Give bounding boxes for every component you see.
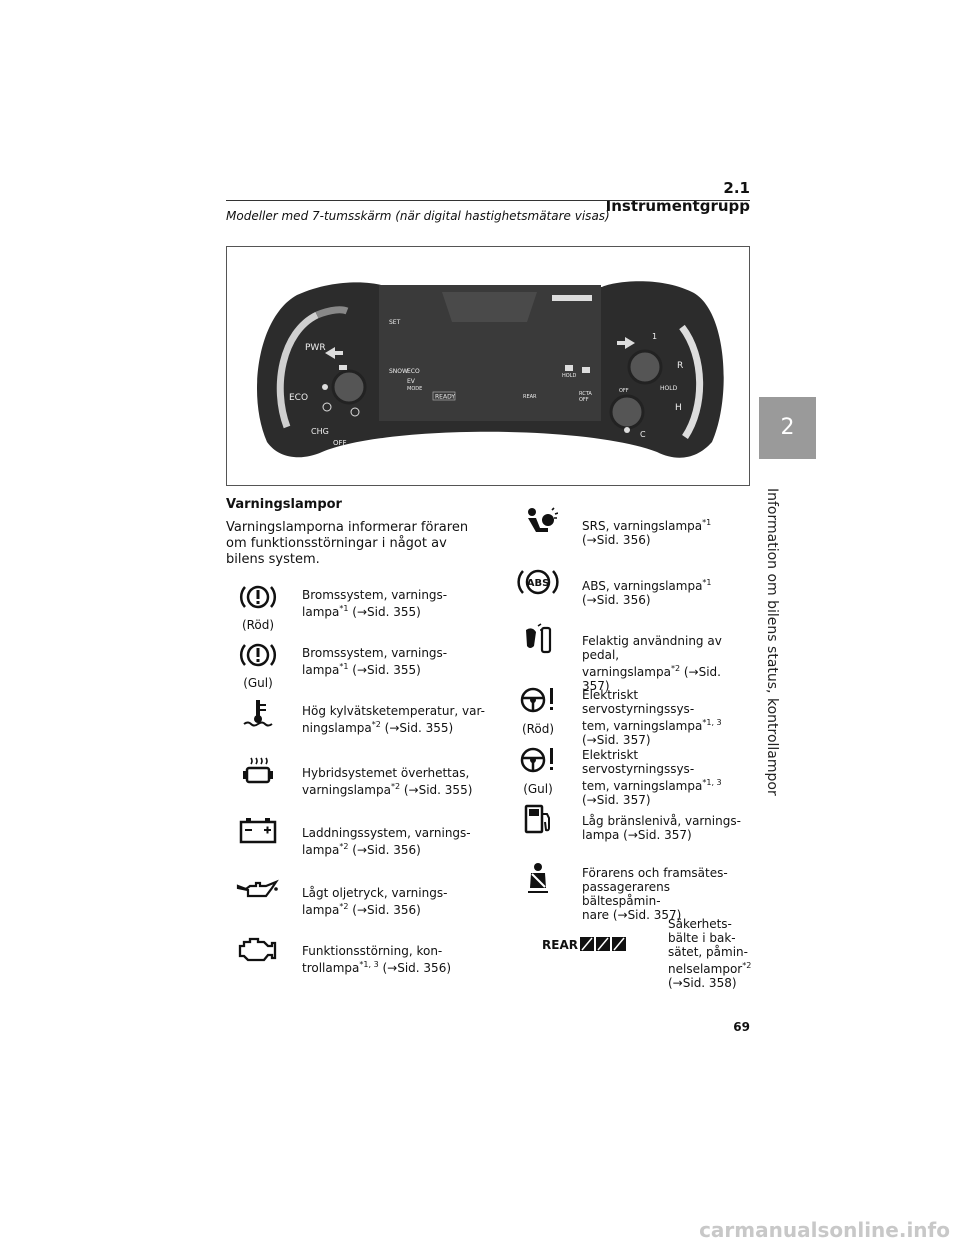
ready-label: READY — [435, 394, 455, 401]
icon-caption: (Gul) — [523, 782, 553, 796]
oil-pressure-icon — [236, 879, 279, 898]
pedal-misuse-icon — [526, 623, 552, 654]
srs-airbag-desc: SRS, varningslampa*1 (→Sid. 356) — [582, 518, 712, 547]
pedal-misuse-item — [506, 622, 570, 656]
brake-warning-yellow-desc: Bromssystem, varnings- lampa*1 (→Sid. 35… — [302, 646, 448, 677]
gauge-hold-label: HOLD — [660, 385, 678, 392]
gauge-h-label: H — [675, 403, 682, 413]
snow-label: SNOW — [389, 368, 408, 375]
eco-label: ECO — [289, 393, 308, 403]
check-engine-item — [226, 934, 290, 966]
chapter-tab-title: Information om bilens status, kontrollam… — [764, 488, 780, 796]
watermark: carmanualsonline.info — [699, 1218, 950, 1242]
instrument-cluster-illustration: PWR ECO CHG OFF SET SNOW ECO EV MODE REA… — [257, 281, 724, 458]
brake-warning-icon — [240, 643, 276, 667]
ev-label: EV — [407, 378, 416, 385]
power-steering-red-desc: Elektriskt servostyrningssys- tem, varni… — [582, 688, 722, 747]
rear-label-fig: REAR — [523, 394, 537, 400]
seatbelt-item — [506, 862, 570, 896]
figure-caption: Modeller med 7-tumsskärm (när digital ha… — [226, 209, 610, 223]
chg-label: CHG — [311, 427, 329, 436]
power-steering-icon — [520, 687, 553, 713]
brake-warning-icon — [240, 585, 276, 609]
srs-airbag-item — [506, 506, 570, 538]
eco-mode-label: ECO — [407, 368, 420, 375]
rear-seatbelt-icon: REAR — [542, 937, 626, 952]
rcta-label: RCTA — [579, 391, 592, 397]
oil-pressure-desc: Lågt oljetryck, varnings- lampa*2 (→Sid.… — [302, 886, 448, 917]
hybrid-overheat-item — [226, 756, 290, 786]
check-engine-icon — [238, 937, 277, 962]
svg-text:ABS: ABS — [527, 578, 550, 589]
seatbelt-icon — [528, 863, 548, 893]
coolant-temperature-desc: Hög kylvätsketemperatur, var- ningslampa… — [302, 704, 485, 735]
mode-label: MODE — [407, 386, 422, 392]
hold-small-label: HOLD — [562, 373, 576, 379]
off-label-left: OFF — [333, 439, 347, 447]
fuel-level-icon — [524, 804, 550, 834]
rear-seatbelt-item: REAR — [540, 934, 630, 954]
section-header: 2.1 Instrumentgrupp — [605, 179, 750, 215]
pwr-label: PWR — [305, 343, 326, 353]
chapter-tab-number: 2 — [759, 397, 816, 459]
brake-warning-yellow-item: (Gul) — [226, 640, 290, 690]
power-steering-yellow-item: (Gul) — [506, 744, 570, 796]
coolant-temperature-item — [226, 698, 290, 728]
page-number: 69 — [733, 1020, 750, 1034]
icon-caption: (Röd) — [241, 618, 275, 632]
gauge-1-label: 1 — [652, 332, 657, 341]
icon-caption: (Röd) — [521, 722, 555, 736]
abs-desc: ABS, varningslampa*1 (→Sid. 356) — [582, 578, 712, 607]
rcta-off-label: OFF — [579, 397, 589, 403]
fuel-level-item — [506, 802, 570, 836]
battery-desc: Laddningssystem, varnings- lampa*2 (→Sid… — [302, 826, 471, 857]
srs-airbag-icon — [528, 507, 558, 532]
pedal-misuse-desc: Felaktig användning av pedal, varningsla… — [582, 634, 722, 693]
seatbelt-desc: Förarens och framsätes- passagerarens bä… — [582, 866, 728, 922]
abs-item: ABS — [506, 566, 570, 598]
gauge-c-label: C — [640, 430, 646, 439]
fuel-level-desc: Låg bränslenivå, varnings- lampa (→Sid. … — [582, 814, 741, 842]
section-title: Varningslampor — [226, 497, 342, 512]
power-steering-icon — [520, 747, 553, 773]
oil-pressure-item — [226, 876, 290, 906]
gauge-r-label: R — [677, 361, 683, 371]
hybrid-overheat-icon — [243, 757, 273, 784]
brake-warning-red-desc: Bromssystem, varnings- lampa*1 (→Sid. 35… — [302, 588, 448, 619]
abs-icon: ABS — [517, 569, 559, 595]
hybrid-overheat-desc: Hybridsystemet överhettas, varningslampa… — [302, 766, 473, 797]
battery-item — [226, 816, 290, 846]
intro-text: Varningslamporna informerar föraren om f… — [226, 520, 469, 567]
check-engine-desc: Funktionsstörning, kon- trollampa*1, 3 (… — [302, 944, 452, 975]
brake-warning-red-item: (Röd) — [226, 582, 290, 632]
battery-icon — [239, 818, 277, 844]
icon-caption: (Gul) — [243, 676, 273, 690]
instrument-cluster-figure: PWR ECO CHG OFF SET SNOW ECO EV MODE REA… — [226, 246, 750, 486]
header-rule — [226, 200, 750, 201]
coolant-temperature-icon — [243, 700, 273, 727]
gauge-off-label: OFF — [619, 388, 629, 394]
power-steering-yellow-desc: Elektriskt servostyrningssys- tem, varni… — [582, 748, 722, 807]
rear-label: REAR — [542, 938, 578, 952]
power-steering-red-item: (Röd) — [506, 684, 570, 736]
set-label: SET — [389, 319, 401, 326]
rear-seatbelt-desc: Säkerhets- bälte i bak- sätet, påmin- ne… — [668, 917, 752, 990]
